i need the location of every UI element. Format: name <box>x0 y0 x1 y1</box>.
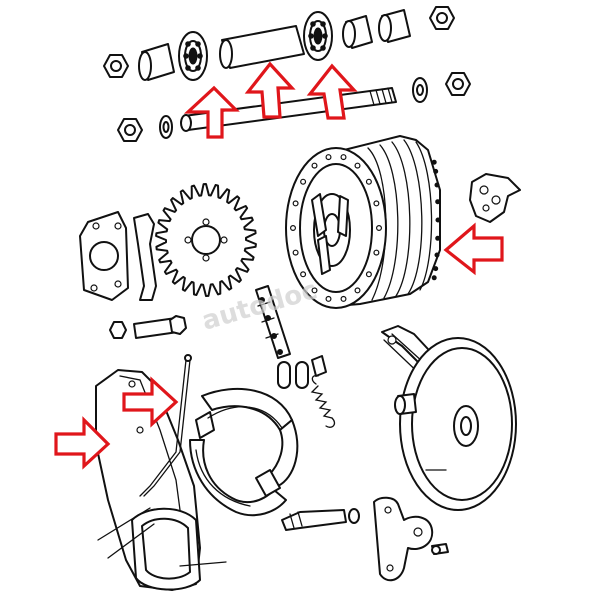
arrow-up-icon <box>244 61 296 119</box>
spoke-hole <box>376 225 383 232</box>
spoke-hole <box>354 287 361 294</box>
arrow-right-icon <box>54 416 111 470</box>
spoke-hole <box>340 154 347 161</box>
callout-arrows <box>54 61 504 470</box>
lock-plate <box>133 213 157 301</box>
drum-hole <box>431 159 437 165</box>
brake-shoes <box>189 387 299 517</box>
brake-rod <box>139 354 192 497</box>
spoke-holes <box>290 154 383 302</box>
brake-backing-plate <box>381 325 517 511</box>
brake-lever <box>373 496 434 582</box>
chain-guard <box>95 369 227 591</box>
drum-hole <box>435 217 441 223</box>
brake-cam <box>281 508 360 531</box>
drum-hole <box>433 266 439 272</box>
drum-hole <box>435 235 441 241</box>
hex-nut-top-left <box>103 54 129 78</box>
drum-hole <box>435 199 441 205</box>
spoke-hole <box>340 295 347 302</box>
spoke-hole <box>325 295 332 302</box>
spoke-hole <box>300 271 307 278</box>
spoke-hole <box>365 178 372 185</box>
spoke-hole <box>325 154 332 161</box>
small-bolt <box>431 543 449 555</box>
hub-drum <box>285 135 441 309</box>
hex-nut-axle-right <box>445 72 471 96</box>
brake-spring <box>310 374 336 428</box>
hex-nut-axle-left <box>117 118 143 142</box>
spoke-hole <box>373 249 380 256</box>
spacer-sleeve-far-right <box>378 9 411 43</box>
drum-hole <box>434 182 440 188</box>
hex-bolt <box>109 315 187 339</box>
spoke-hole <box>290 225 297 232</box>
arrow-up-icon <box>183 85 240 139</box>
drum-hole <box>433 168 439 174</box>
rear-sprocket <box>155 183 257 297</box>
hub-cover-plate <box>469 173 521 223</box>
drum-spoke-holes <box>431 159 441 281</box>
bearing-left <box>178 31 208 81</box>
chain-master-link <box>277 355 327 389</box>
spoke-hole <box>292 200 299 207</box>
spoke-hole <box>300 178 307 185</box>
spacer-sleeve-right <box>342 15 373 49</box>
washer-axle-right <box>412 77 428 103</box>
spacer-sleeve-left <box>138 43 175 81</box>
spoke-hole <box>292 249 299 256</box>
drum-hole <box>431 275 437 281</box>
bearing-right <box>303 11 333 61</box>
spoke-hole <box>373 200 380 207</box>
hex-nut-top-right <box>429 6 455 30</box>
chain <box>255 285 291 359</box>
axle-assembly <box>103 6 471 142</box>
spoke-hole <box>311 287 318 294</box>
washer-axle-left <box>159 115 173 139</box>
spacer-tube <box>219 25 305 69</box>
spoke-hole <box>354 162 361 169</box>
spoke-hole <box>311 162 318 169</box>
arrow-left-icon <box>443 222 504 276</box>
arrow-right-icon <box>122 376 179 428</box>
sprocket-gasket <box>79 211 129 301</box>
axle-shaft <box>180 87 397 132</box>
arrow-up-icon <box>306 63 358 120</box>
spoke-hole <box>365 271 372 278</box>
drum-hole <box>434 252 440 258</box>
